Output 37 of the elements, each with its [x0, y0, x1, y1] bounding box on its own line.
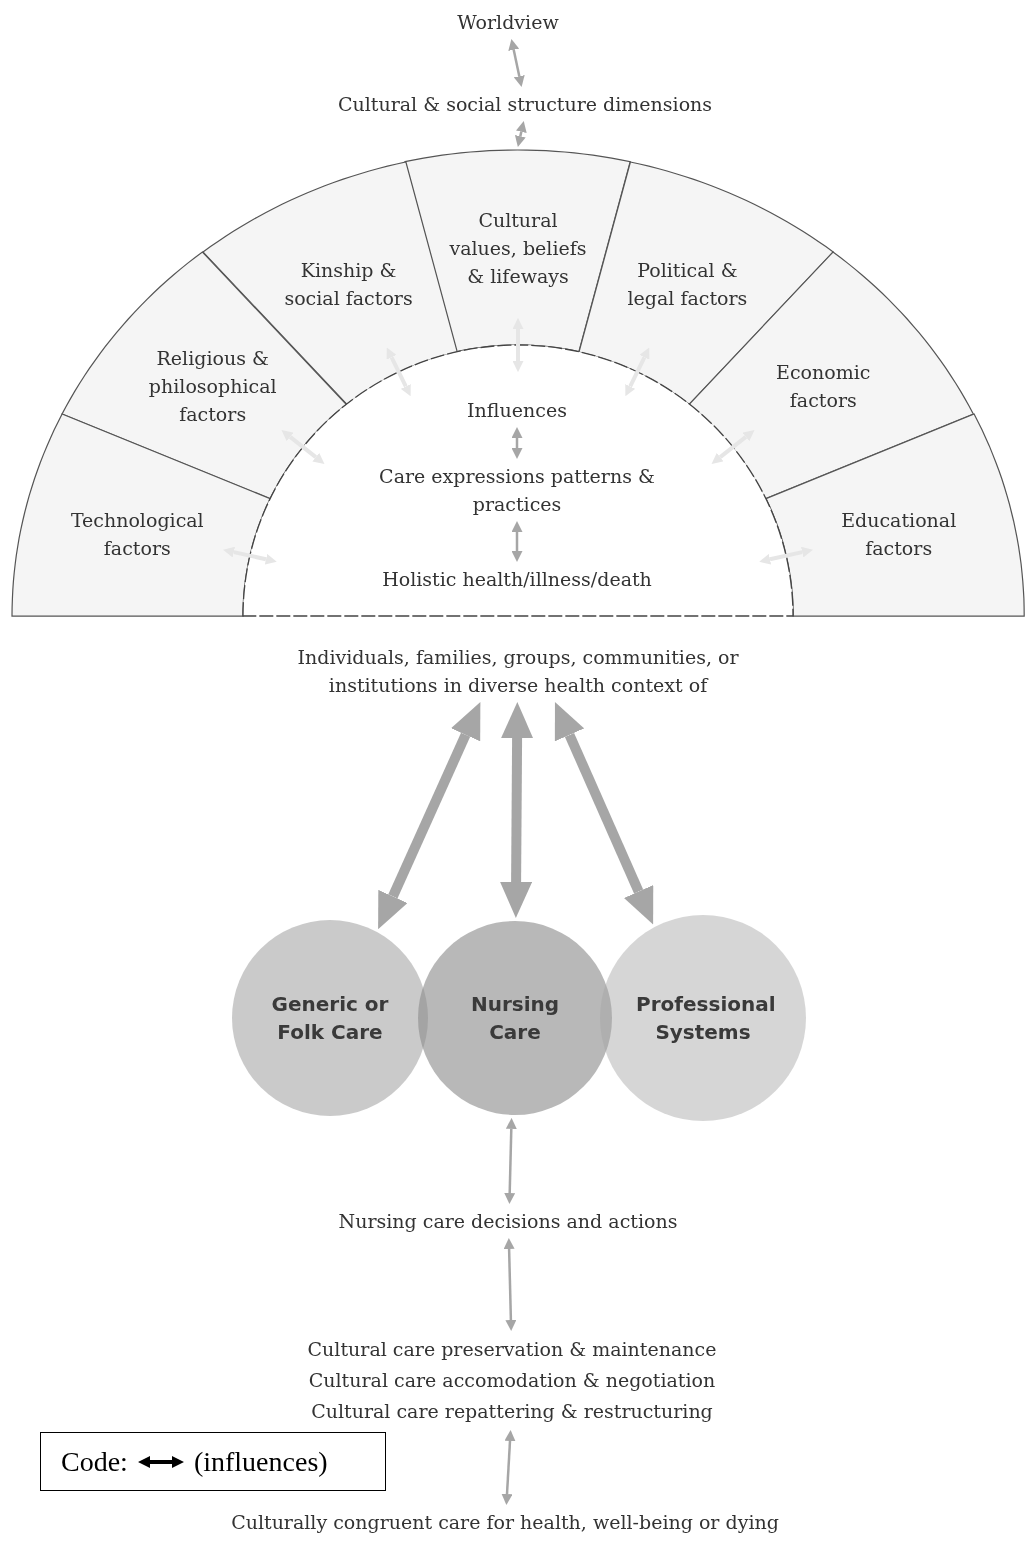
double-arrow [512, 317, 524, 373]
double-arrow [508, 39, 525, 87]
sector-label: Technological factors [69, 508, 205, 561]
sector-label: Religious & philosophical factors [147, 346, 278, 428]
sector-label: Cultural values, beliefs & lifeways [448, 207, 588, 289]
text-label: Culturally congruent care for health, well-being or dying [231, 1508, 779, 1536]
double-arrow [223, 546, 277, 565]
outcome-line: Cultural care accomodation & negotiation [307, 1368, 717, 1393]
double-arrow [625, 347, 650, 397]
sector-label: Kinship & social factors [283, 257, 414, 311]
outcome-line: Cultural care preservation & maintenance [307, 1337, 717, 1362]
double-arrow [386, 347, 411, 397]
circle-label: Nursing Care [469, 991, 561, 1046]
sector-label: Political & legal factors [626, 257, 749, 311]
text-label: Individuals, families, groups, communities, or institutions in diverse health context of [268, 643, 768, 699]
sector-label: Educational factors [840, 508, 958, 561]
double-arrow [501, 1430, 516, 1505]
double-arrow [511, 521, 523, 562]
double-arrow [378, 705, 481, 926]
circle-label: Generic or Folk Care [270, 991, 390, 1046]
double-arrow [514, 121, 527, 147]
text-label: Cultural & social structure dimensions [337, 90, 713, 118]
text-label: Care expressions patterns & practices [367, 462, 667, 518]
text-label: Holistic health/illness/death [382, 565, 652, 593]
text-label: Worldview [457, 8, 559, 36]
double-arrow [759, 546, 813, 565]
double-arrow [711, 430, 755, 464]
sector-label: Economic factors [775, 360, 872, 414]
double-arrow [511, 427, 523, 459]
legend-text: (influences) [193, 1445, 328, 1478]
outcome-line: Cultural care repattering & restructuring [310, 1399, 714, 1424]
text-label: Influences [467, 396, 567, 424]
legend-title: Code: [61, 1445, 128, 1478]
text-label: Nursing care decisions and actions [338, 1207, 678, 1235]
double-arrow [281, 430, 325, 464]
double-arrow [503, 1238, 517, 1331]
double-arrow [504, 1117, 517, 1204]
